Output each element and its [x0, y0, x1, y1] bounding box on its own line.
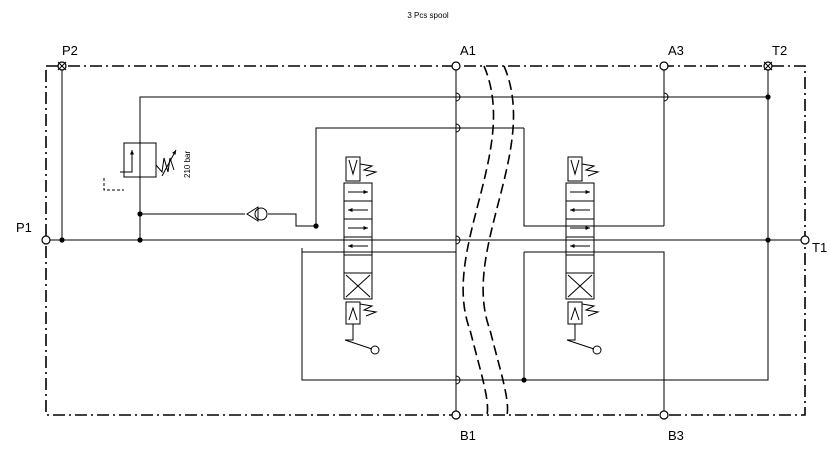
port-b3-label: B3	[668, 428, 684, 443]
port-p2: P2	[57, 43, 78, 71]
port-b3: B3	[659, 410, 684, 443]
port-p1-label: P1	[16, 220, 32, 235]
relief-pressure-label: 210 bar	[183, 151, 192, 178]
port-a3-label: A3	[668, 43, 684, 58]
section-1-lines	[301, 66, 461, 415]
port-t2-label: T2	[772, 43, 787, 58]
port-a3: A3	[659, 43, 684, 71]
section-2-lines	[456, 66, 769, 415]
port-t1-label: T1	[812, 240, 827, 255]
port-t1: T1	[800, 235, 827, 255]
section-break	[462, 65, 515, 416]
pressure-relief-valve: 210 bar	[103, 142, 192, 243]
port-b1-label: B1	[460, 428, 476, 443]
port-a1-label: A1	[460, 43, 476, 58]
main-gallery	[46, 66, 805, 243]
tank-return-line	[139, 66, 771, 243]
spool-valve-1	[343, 156, 380, 355]
spool-valve-2	[565, 156, 602, 355]
port-b1: B1	[451, 410, 476, 443]
diagram-title: 3 Pcs spool	[407, 11, 449, 20]
port-p2-label: P2	[62, 43, 78, 58]
port-p1: P1	[16, 220, 51, 245]
port-a1: A1	[451, 43, 476, 71]
check-valve	[140, 206, 319, 229]
port-t2: T2	[763, 43, 787, 71]
